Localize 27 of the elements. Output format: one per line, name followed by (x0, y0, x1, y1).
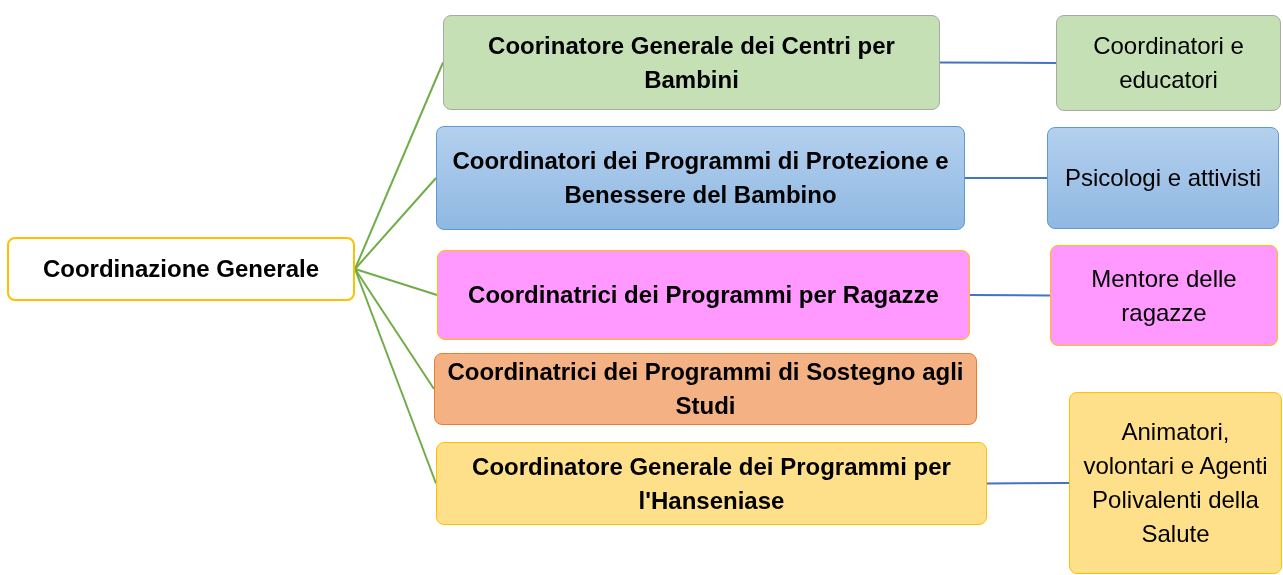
staff-box (1050, 245, 1278, 346)
connector-line (964, 177, 1048, 179)
box-label: Psicologi e attivisti (1064, 163, 1262, 193)
connector-line (354, 177, 437, 270)
box-label: Coordinatore Generale dei Programmi per l'Hanseniase (471, 451, 952, 516)
connector-line (939, 61, 1057, 64)
box-label: Coorinatore Generale dei Centri per Bambini (487, 30, 896, 95)
staff-box (1047, 127, 1279, 229)
box-label: Coordinatrici dei Programmi per Ragazze (468, 280, 939, 310)
box-label: Coordinatrici dei Programmi di Sostegno agli Studi (446, 357, 965, 421)
connector-line (986, 482, 1070, 485)
box-label: Mentore delle ragazze (1090, 263, 1238, 328)
role-box (436, 126, 965, 230)
box-label: Animatori, volontari e Agenti Polivalenti della Salute (1082, 417, 1269, 549)
role-box (436, 442, 987, 525)
box-label: Coordinazione Generale (42, 254, 320, 284)
role-box (443, 15, 940, 110)
box-label: Coordinatori dei Programmi di Protezione e Benessere del Bambino (451, 146, 950, 210)
role-box (437, 250, 970, 340)
staff-box (1056, 15, 1281, 111)
role-box (434, 353, 977, 425)
box-label: Coordinatori e educatori (1092, 31, 1245, 95)
root-box (7, 237, 355, 301)
connector-line (354, 268, 438, 296)
connector-line (354, 268, 435, 390)
connector-line (969, 294, 1051, 297)
staff-box (1069, 392, 1282, 574)
